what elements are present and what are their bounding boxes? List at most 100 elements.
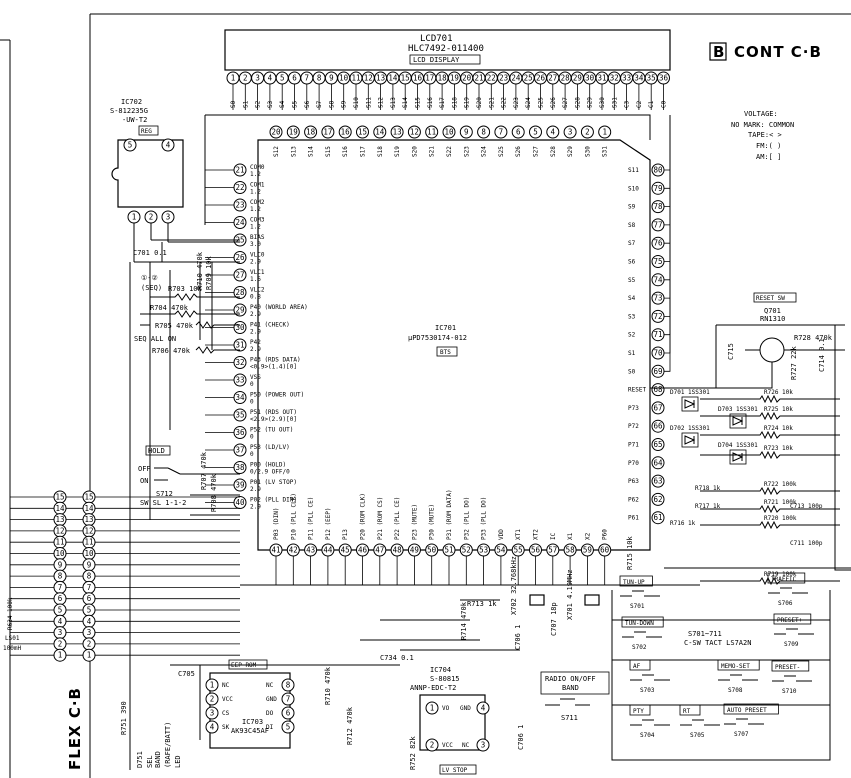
svg-text:GND: GND bbox=[460, 705, 471, 712]
c701: C701 0.1 bbox=[129, 239, 240, 650]
svg-text:20: 20 bbox=[271, 128, 281, 137]
ic701-top-label: S12 bbox=[273, 146, 280, 157]
ic701-pin-name: COM3 bbox=[250, 217, 265, 224]
lcd-pin: 8 bbox=[312, 71, 326, 85]
lcd-signal: S30 bbox=[599, 97, 606, 108]
ic701-pin: 6 bbox=[511, 125, 525, 139]
flex-pin-a: 2 bbox=[53, 637, 67, 651]
ic701-bottom-label: P32 (PLL DO) bbox=[463, 497, 470, 540]
svg-text:7: 7 bbox=[305, 74, 310, 83]
svg-text:10: 10 bbox=[444, 128, 454, 137]
ic701-bottom-label: X1 bbox=[567, 532, 574, 540]
ic701-top-pins: 20S1219S1318S1417S1516S1615S1714S1813S19… bbox=[269, 125, 612, 157]
board-title-letter: B bbox=[713, 43, 725, 61]
lcd-pin: 35 bbox=[644, 71, 658, 85]
svg-text:10: 10 bbox=[84, 549, 94, 558]
ic701-pin-name: S3 bbox=[628, 313, 636, 320]
svg-text:3: 3 bbox=[255, 74, 260, 83]
resistor-label: R720 100k bbox=[764, 515, 797, 522]
svg-text:C-SW TACT LS7A2N: C-SW TACT LS7A2N bbox=[684, 639, 751, 647]
ic701-pin: 54 bbox=[494, 543, 508, 557]
lcd-signal: S19 bbox=[464, 97, 471, 108]
switch-tag: PTY bbox=[633, 708, 644, 715]
svg-text:62: 62 bbox=[653, 495, 662, 504]
ic701-pin-voltage: 2.9 bbox=[250, 311, 261, 318]
svg-text:19: 19 bbox=[450, 74, 459, 83]
ic703-pin: 7 bbox=[281, 692, 295, 706]
lcd-pin: 23 bbox=[497, 71, 511, 85]
svg-text:R712 470k: R712 470k bbox=[346, 706, 354, 745]
svg-text:20: 20 bbox=[462, 74, 472, 83]
switch-tag: RT bbox=[683, 708, 691, 715]
lcd-pin: 31 bbox=[595, 71, 609, 85]
ic701-pin: 46 bbox=[356, 543, 369, 557]
svg-text:44: 44 bbox=[323, 546, 333, 555]
ic701-top-label: S22 bbox=[446, 146, 453, 157]
ic701-bottom-label: P03 (DIN) bbox=[273, 507, 280, 540]
lcd-ref: LCD701 bbox=[420, 34, 453, 44]
ic701-pin: 13 bbox=[390, 125, 404, 139]
ic701-ref: IC701 bbox=[435, 324, 456, 332]
ic701-pin: 1 bbox=[598, 125, 612, 139]
svg-text:R718 1k: R718 1k bbox=[695, 485, 721, 492]
svg-text:6: 6 bbox=[516, 128, 521, 137]
lcd-signal: S4 bbox=[279, 100, 286, 108]
ic701-pin: 4 bbox=[546, 125, 560, 139]
flex-pin-b: 10 bbox=[82, 547, 96, 560]
lcd-pin: 18 bbox=[435, 71, 449, 85]
ic701-pin-voltage: <0.9>(1.4)[0] bbox=[250, 364, 297, 371]
lcd-signal: S0 bbox=[230, 100, 237, 108]
svg-text:R713 1k: R713 1k bbox=[467, 600, 497, 608]
ic701-pin: 63 bbox=[651, 474, 665, 488]
svg-text:15: 15 bbox=[358, 128, 367, 137]
svg-text:SK: SK bbox=[222, 724, 230, 731]
svg-text:71: 71 bbox=[653, 330, 662, 339]
ic701-top-label: S23 bbox=[463, 146, 470, 157]
ic701-top-label: S26 bbox=[515, 146, 522, 157]
ic701-pin-name: S0 bbox=[628, 368, 636, 375]
ic701-pin-name: VLC1 bbox=[250, 269, 265, 276]
crystal-area: X702 32.768kHz X701 4.19MHz C706 1 C707 … bbox=[240, 535, 700, 651]
ic701-pin: 55 bbox=[511, 543, 525, 557]
lcd-pin: 21 bbox=[472, 71, 486, 85]
lcd-pin: 28 bbox=[558, 71, 572, 85]
lcd-pin: 30 bbox=[583, 71, 597, 85]
svg-text:13: 13 bbox=[393, 128, 402, 137]
flex-pin-b: 2 bbox=[82, 637, 96, 651]
svg-text:2: 2 bbox=[210, 695, 215, 704]
ic701-top-label: S16 bbox=[342, 146, 349, 157]
svg-text:32: 32 bbox=[610, 74, 619, 83]
ic701-pin: 51 bbox=[442, 543, 456, 557]
ic703-pin: 4 bbox=[205, 720, 219, 734]
ic701-pin-name: P72 bbox=[628, 423, 639, 430]
svg-text:23: 23 bbox=[235, 201, 244, 210]
resistor-label: R724 10k bbox=[764, 425, 793, 432]
svg-text:CS: CS bbox=[222, 710, 230, 717]
ic701-pin: 33 bbox=[233, 373, 247, 387]
ic701-pin-name: P43 (RDS DATA) bbox=[250, 357, 301, 364]
flex-pin-a: 15 bbox=[53, 490, 67, 504]
ic701-pin: 10 bbox=[442, 125, 456, 139]
svg-text:27: 27 bbox=[235, 271, 244, 280]
svg-text:12: 12 bbox=[55, 526, 64, 535]
ic701-pin-voltage: 3.0 bbox=[250, 241, 261, 248]
ic701-top-label: S25 bbox=[498, 146, 505, 157]
lcd-signal: S1 bbox=[242, 100, 249, 108]
svg-text:24: 24 bbox=[511, 74, 521, 83]
svg-text:34: 34 bbox=[634, 74, 644, 83]
svg-text:33: 33 bbox=[622, 74, 631, 83]
svg-text:R709 10k: R709 10k bbox=[205, 255, 213, 290]
lcd-pin: 1 bbox=[226, 71, 240, 85]
ic701-pin: 67 bbox=[651, 401, 665, 415]
ic701-pin: 39 bbox=[233, 478, 247, 492]
ic701-pin-name: P50 (POWER OUT) bbox=[250, 392, 304, 399]
switch-ref: S710 bbox=[782, 688, 797, 695]
ic701-bottom-label: X2 bbox=[584, 532, 591, 540]
svg-text:2: 2 bbox=[149, 213, 154, 222]
svg-text:3: 3 bbox=[568, 128, 573, 137]
ic701-pin-name: P40 (WORLD AREA) bbox=[250, 304, 308, 311]
switch-ref: S701 bbox=[630, 603, 645, 610]
